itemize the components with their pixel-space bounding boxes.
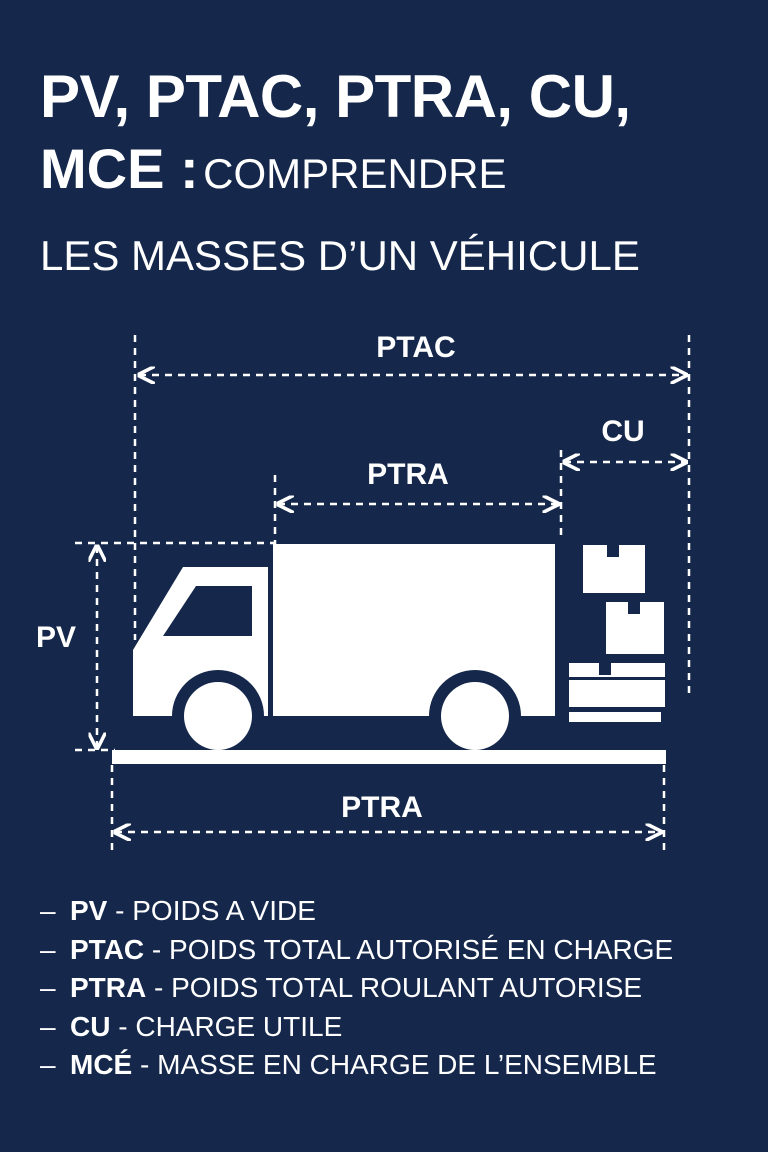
box-icon <box>583 545 645 593</box>
legend-item-ptra: –PTRA - POIDS TOTAL ROULANT AUTORISE <box>40 972 643 1003</box>
title-line-2: MCE : COMPRENDRE <box>40 136 740 217</box>
truck-window <box>163 586 252 636</box>
ptac-label: PTAC <box>376 331 455 364</box>
legend-item-cu: –CU - CHARGE UTILE <box>40 1010 343 1042</box>
extension-lines <box>75 335 691 850</box>
page-title: PV, PTAC, PTRA, CU, MCE : COMPRENDRE LES… <box>40 64 740 281</box>
legend-item-pv: –PV - POIDS A VIDE <box>40 895 316 926</box>
truck-front-wheel <box>184 682 252 750</box>
box-icon <box>569 663 665 707</box>
title-acronym: MCE : <box>40 137 199 200</box>
cu-label: CU <box>601 415 644 448</box>
legend-item-mce: –MCÉ - MASSE EN CHARGE DE L’ENSEMBLE <box>40 1049 657 1080</box>
ptra-top-label: PTRA <box>367 458 449 491</box>
truck-rear-wheel <box>441 682 509 750</box>
title-line-1: PV, PTAC, PTRA, CU, <box>40 63 631 130</box>
vehicle-mass-diagram: PTAC CU PTRA PV PTRA <box>36 331 691 850</box>
truck-icon <box>133 544 555 762</box>
legend-item-ptac: –PTAC - POIDS TOTAL AUTORISÉ EN CHARGE <box>40 933 674 965</box>
pv-label: PV <box>36 621 76 654</box>
cargo-boxes <box>569 545 665 722</box>
title-verb: COMPRENDRE <box>203 150 507 197</box>
ground-line <box>112 750 666 764</box>
cargo-pallet <box>569 712 661 722</box>
title-line-3: LES MASSES D’UN VÉHICULE <box>40 232 640 279</box>
box-icon <box>606 602 664 654</box>
ptra-bottom-label: PTRA <box>341 791 423 824</box>
legend: –PV - POIDS A VIDE –PTAC - POIDS TOTAL A… <box>40 892 740 1085</box>
